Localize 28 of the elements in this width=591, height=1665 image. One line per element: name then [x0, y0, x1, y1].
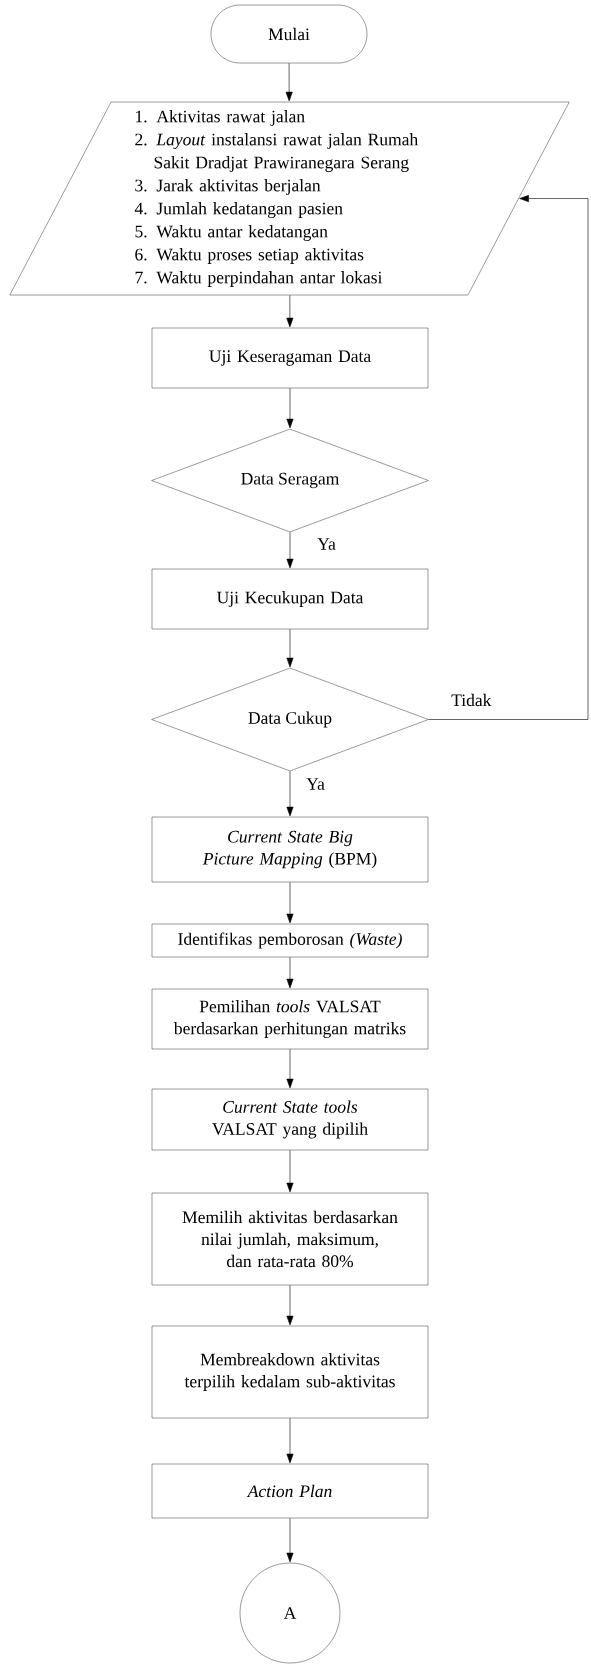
- arrow: [286, 956, 294, 989]
- process-box: Identifikas pemborosan (Waste): [151, 923, 429, 958]
- arrow: [286, 1517, 294, 1563]
- start-terminal: Mulai: [210, 4, 368, 64]
- process-box: Memilih aktivitas berdasarkan nilai jumlah, maksimum, dan rata-rata 80%: [151, 1192, 429, 1286]
- arrow: [286, 531, 294, 569]
- data-parallelogram: 1. Aktivitas rawat jalan 2. Layout instalansi rawat jalan Rumah Sakit Dradjat Prawiranegara Serang 3. Jarak aktivitas berjalan 4. Jumlah kedatangan pasien 5. Waktu antar kedatangan 6. Waktu proses setiap aktivitas 7. Waktu perpindahan antar lokasi: [9, 101, 570, 296]
- arrow: [286, 628, 294, 668]
- process-box: Membreakdown aktivitas terpilih kedalam sub-aktivitas: [151, 1325, 429, 1419]
- edge-label: Ya: [316, 537, 337, 551]
- arrow: [286, 1284, 294, 1326]
- process-box: Pemilihan tools VALSAT berdasarkan perhitungan matriks: [151, 988, 429, 1050]
- arrow: [286, 294, 294, 328]
- process-box: Uji Kecukupan Data: [151, 568, 429, 630]
- process-box: Uji Keseragaman Data: [151, 327, 429, 389]
- edge-label: Ya: [305, 777, 326, 791]
- process-box: Action Plan: [151, 1463, 429, 1519]
- arrow: [286, 1149, 294, 1193]
- arrow: [286, 881, 294, 924]
- arrow: [428, 195, 589, 720]
- arrow: [286, 1048, 294, 1089]
- process-box: Current State Big Picture Mapping (BPM): [151, 816, 429, 883]
- arrow: [286, 1417, 294, 1464]
- arrow: [285, 62, 293, 102]
- edge-label: Tidak: [450, 692, 493, 708]
- process-box: Current State tools VALSAT yang dipilih: [151, 1088, 429, 1151]
- arrow: [286, 770, 294, 817]
- arrow: [286, 387, 294, 429]
